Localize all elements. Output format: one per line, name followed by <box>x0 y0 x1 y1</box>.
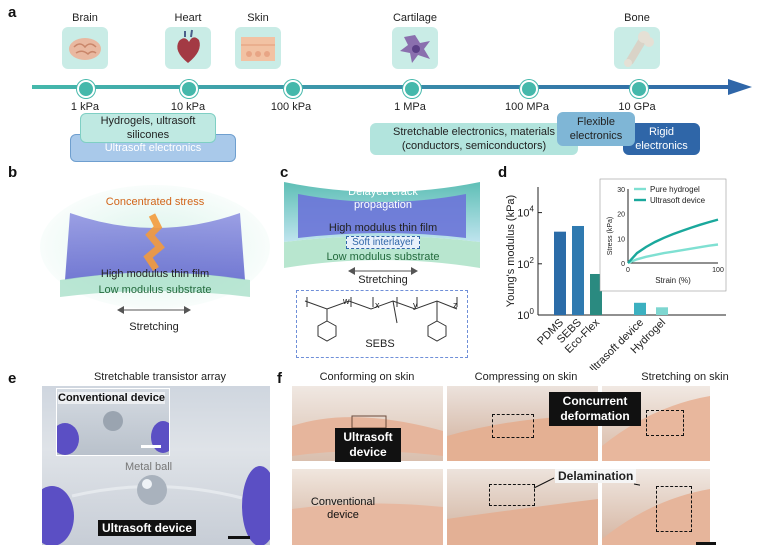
hydrogels-box: Hydrogels, ultrasoft silicones <box>80 113 216 143</box>
flexible-electronics-box: Flexible electronics <box>557 112 635 146</box>
bar-hydrogel <box>656 307 668 315</box>
b-substrate-label: Low modulus substrate <box>98 284 212 296</box>
timeline-node-10kpa <box>180 80 198 98</box>
subscript-x: x <box>375 300 380 310</box>
f-col-title-stretching: Stretching on skin <box>641 371 729 383</box>
subscript-y: y <box>413 300 418 310</box>
concentrated-stress-label: Concentrated stress <box>105 196 205 208</box>
inset-frame <box>599 178 727 292</box>
organ-label-cartilage: Cartilage <box>392 12 438 24</box>
inset-y-tick-label: 0 <box>621 261 625 268</box>
inset-x-tick-label: 100 <box>712 267 724 274</box>
bar-y-tick-label: 102 <box>517 256 534 271</box>
legend-label: Ultrasoft device <box>650 196 706 205</box>
f-scale-bar <box>696 542 716 545</box>
panel-c-illustration <box>284 182 480 268</box>
subscript-w: w <box>343 296 350 306</box>
sebs-label: SEBS <box>365 338 395 350</box>
metal-ball-label: Metal ball <box>125 461 173 473</box>
inset-x-axis-label: Strain (%) <box>655 276 691 285</box>
rigid-electronics-box: Rigid electronics <box>623 123 700 155</box>
inset-x-tick-label: 0 <box>626 267 630 274</box>
organ-label-heart: Heart <box>174 12 202 24</box>
series-line-pure-hydrogel <box>627 243 719 265</box>
panel-label-b: b <box>8 164 18 181</box>
subscript-z: z <box>453 300 458 310</box>
sebs-structure-icon <box>304 297 458 342</box>
b-stretching-label: Stretching <box>129 321 179 333</box>
tick-label: 100 MPa <box>504 101 550 113</box>
heart-icon <box>165 27 211 69</box>
skin-icon <box>235 27 281 69</box>
concurrent-dashbox <box>492 414 534 438</box>
tick-label: 10 GPa <box>618 101 656 113</box>
bone-icon <box>614 27 660 69</box>
stretchable-electronics-box: Stretchable electronics, materials (cond… <box>370 123 578 155</box>
c-thin-film-label: High modulus thin film <box>328 222 438 234</box>
soft-interlayer-label: Soft interlayer <box>346 236 420 249</box>
bar-ultrasoft-device <box>634 302 646 315</box>
transistor-array-photo: Conventional device Metal ball Ultrasoft… <box>42 386 270 545</box>
conventional-device-label: Conventional device <box>58 392 165 404</box>
brain-icon <box>62 27 108 69</box>
organ-label-brain: Brain <box>72 12 98 24</box>
e-title: Stretchable transistor array <box>93 371 227 383</box>
legend-label: Pure hydrogel <box>650 185 700 194</box>
panel-label-f: f <box>277 370 282 387</box>
inset-y-axis-label: Stress (kPa) <box>607 217 614 256</box>
series-line-ultrasoft-device <box>627 218 719 264</box>
bar-y-tick-label: 104 <box>517 205 534 220</box>
bar-y-tick-label: 100 <box>517 307 534 322</box>
tick-label: 10 kPa <box>170 101 206 113</box>
b-thin-film-label: High modulus thin film <box>100 268 210 280</box>
photo-compressing-conventional <box>447 469 598 545</box>
timeline-node-1kpa <box>77 80 95 98</box>
delamination-arrows-icon <box>533 477 640 489</box>
sebs-structure-box <box>296 290 468 358</box>
delayed-crack-label: Delayed crack propagation <box>348 186 418 211</box>
panel-label-a: a <box>8 4 17 21</box>
inset-y-tick-label: 20 <box>617 212 625 219</box>
concurrent-deformation-label: Concurrent deformation <box>549 392 641 426</box>
panel-label-e: e <box>8 370 17 387</box>
f-col-title-conforming: Conforming on skin <box>319 371 415 383</box>
cartilage-cell-icon <box>392 27 438 69</box>
panel-label-c: c <box>280 164 289 181</box>
bar-pdms <box>554 231 566 315</box>
photo-conforming-conventional <box>292 469 443 545</box>
inset-y-tick-label: 30 <box>617 187 625 194</box>
c-substrate-label: Low modulus substrate <box>326 251 440 263</box>
timeline-node-100kpa <box>284 80 302 98</box>
tick-label: 1 MPa <box>394 101 426 113</box>
organ-label-skin: Skin <box>247 12 269 24</box>
bar-sebs <box>572 225 584 315</box>
modulus-timeline-axis <box>32 79 752 95</box>
b-stretch-arrow-icon <box>117 306 191 314</box>
f-col-title-compressing: Compressing on skin <box>474 371 578 383</box>
delamination-label: Delamination <box>555 469 637 483</box>
timeline-node-1mpa <box>403 80 421 98</box>
c-stretching-label: Stretching <box>358 274 408 286</box>
organ-label-bone: Bone <box>624 12 650 24</box>
c-stretch-arrow-icon <box>348 267 418 275</box>
bar-eco-flex <box>590 273 602 315</box>
f-ultrasoft-device-label: Ultrasoft device <box>335 428 401 462</box>
panel-b-illustration <box>40 185 270 309</box>
delamination-dashbox-2 <box>656 486 692 532</box>
f-conventional-device-label: Conventional device <box>310 496 376 521</box>
bar-y-axis-label: Young's modulus (kPa) <box>505 195 517 307</box>
ultrasoft-device-label: Ultrasoft device <box>98 520 197 536</box>
stretching-dashbox <box>646 410 684 436</box>
delamination-dashbox-1 <box>489 484 535 506</box>
tick-label: 1 kPa <box>70 101 100 113</box>
scale-bar <box>228 536 250 539</box>
metal-ball-photo-icon <box>42 466 270 545</box>
tick-label: 100 kPa <box>270 101 312 113</box>
timeline-node-10gpa <box>630 80 648 98</box>
inset-y-tick-label: 10 <box>617 236 625 243</box>
timeline-node-100mpa <box>520 80 538 98</box>
panel-label-d: d <box>498 164 508 181</box>
